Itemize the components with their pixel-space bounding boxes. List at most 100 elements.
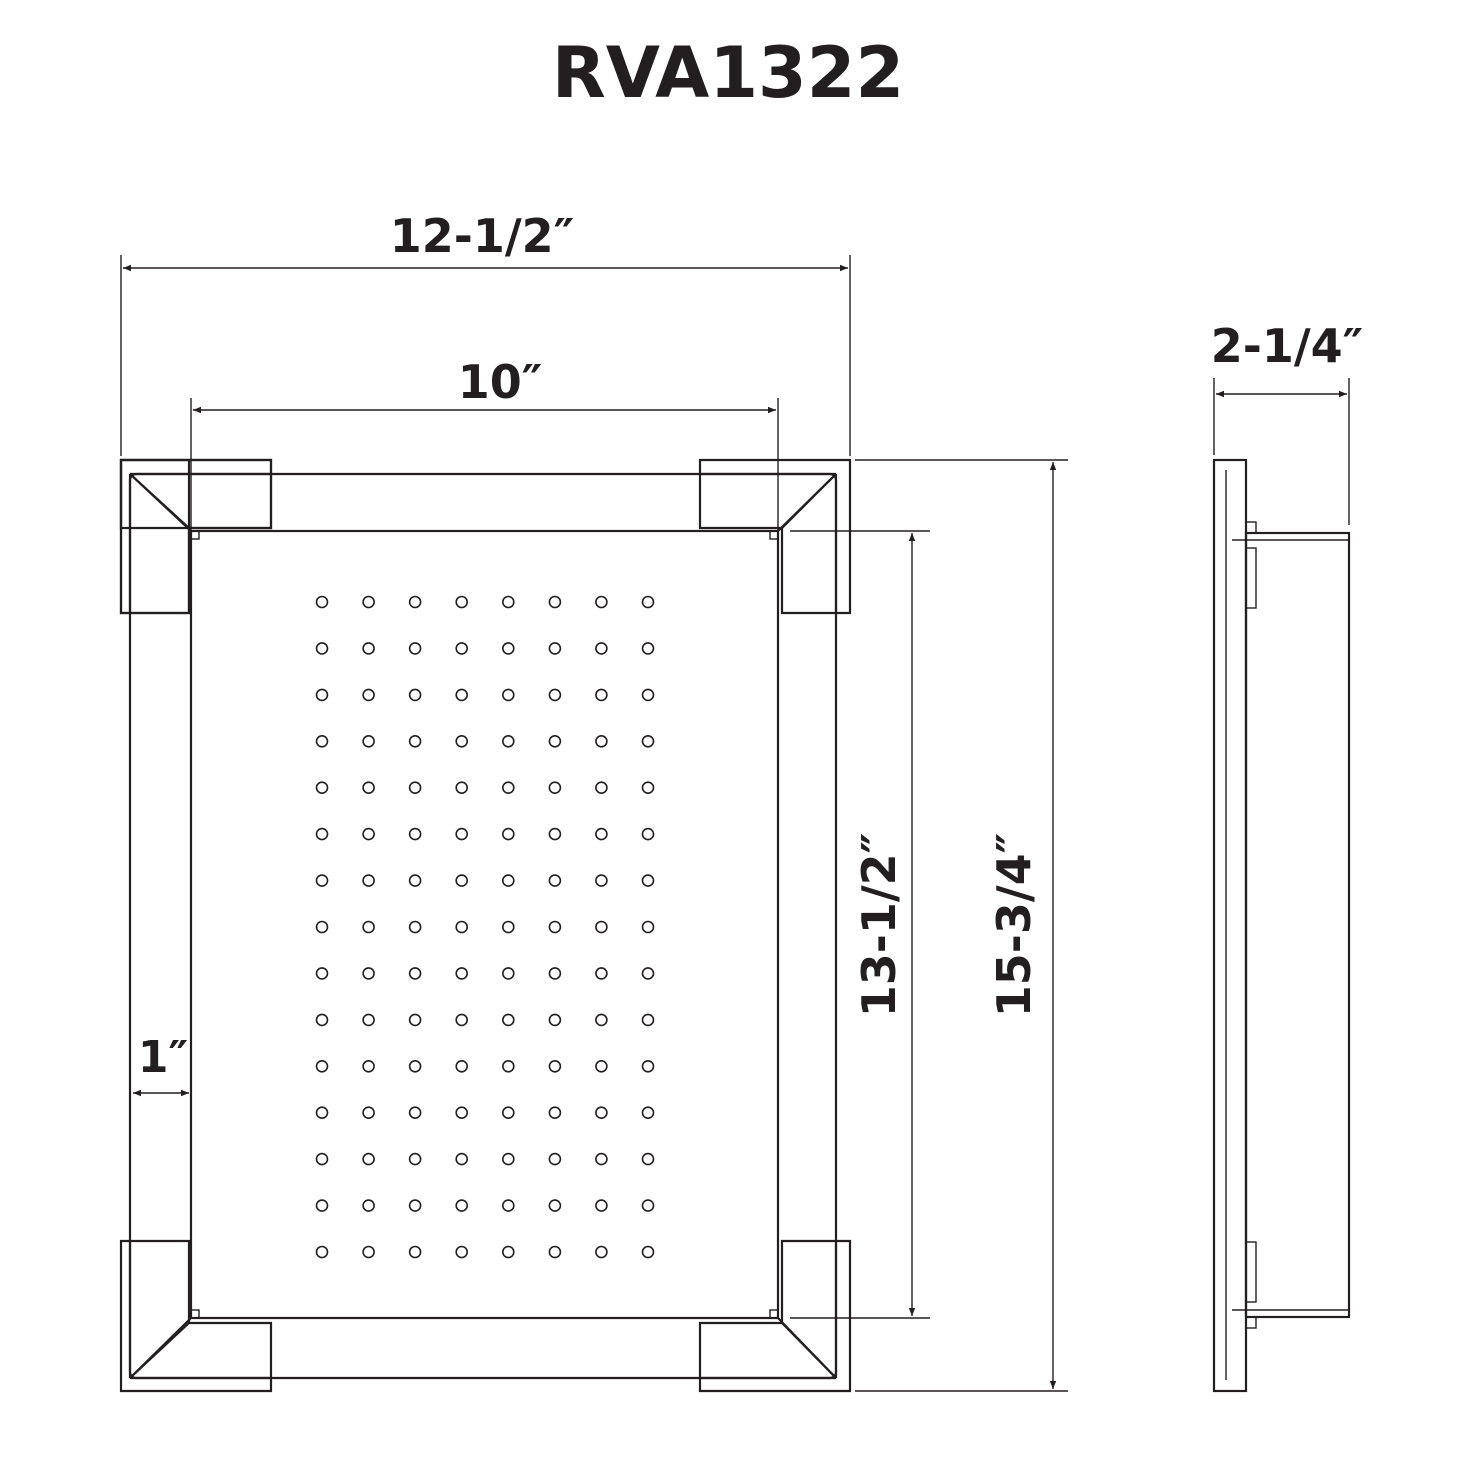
dim-outer-length-label: 15-3/4″ [987, 833, 1041, 1017]
drain-hole [315, 827, 329, 841]
drain-hole [595, 1245, 608, 1259]
model-title: RVA1322 [552, 32, 904, 114]
drain-hole [315, 1060, 329, 1073]
dim-rim-label: 1″ [138, 1032, 188, 1083]
drain-hole [548, 1013, 562, 1027]
drain-hole [548, 688, 562, 702]
drain-hole [362, 920, 375, 934]
drain-hole [408, 688, 422, 702]
dim-inner-length-label: 13-1/2″ [852, 833, 906, 1017]
drain-hole [595, 734, 608, 748]
drain-hole [455, 1106, 469, 1119]
drain-hole [548, 1199, 562, 1212]
drain-hole [408, 1245, 422, 1259]
drain-hole [315, 688, 329, 702]
drain-hole [362, 595, 375, 609]
drain-hole [315, 781, 329, 795]
drain-hole [641, 781, 655, 795]
drain-hole [548, 1245, 562, 1259]
drain-hole [595, 1152, 608, 1166]
dim-inner-width-label: 10″ [458, 355, 543, 409]
drain-hole [408, 781, 422, 795]
drain-hole [595, 1013, 608, 1027]
drain-hole [315, 1245, 329, 1259]
drain-hole [641, 827, 655, 841]
drain-hole [362, 1106, 375, 1119]
drain-hole [595, 1060, 608, 1073]
drain-hole [501, 595, 515, 609]
drain-hole [362, 1152, 375, 1166]
drain-hole [548, 827, 562, 841]
drain-hole [548, 874, 562, 887]
dim-outer-width: 12-1/2″ [120, 209, 851, 456]
drain-hole [641, 920, 655, 934]
drain-hole [641, 1013, 655, 1027]
dim-rim: 1″ [133, 1032, 189, 1097]
drain-hole [408, 1199, 422, 1212]
drain-hole [501, 1060, 515, 1073]
dim-depth: 2-1/4″ [1211, 319, 1363, 525]
drain-hole [315, 967, 329, 980]
drain-hole [595, 1199, 608, 1212]
drain-hole [501, 1106, 515, 1119]
drain-hole [595, 688, 608, 702]
drain-hole [408, 1152, 422, 1166]
drain-hole [595, 595, 608, 609]
drain-hole [408, 920, 422, 934]
drain-hole [595, 920, 608, 934]
drain-hole [455, 1152, 469, 1166]
drain-hole [501, 1199, 515, 1212]
drain-hole [408, 1106, 422, 1119]
drain-hole [501, 781, 515, 795]
drain-hole [408, 642, 422, 655]
drain-hole [315, 1013, 329, 1027]
drain-hole [501, 967, 515, 980]
drain-hole [641, 1245, 655, 1259]
drain-hole [548, 595, 562, 609]
dim-depth-label: 2-1/4″ [1211, 319, 1363, 373]
drain-hole [595, 642, 608, 655]
drain-hole [595, 874, 608, 887]
drain-hole [315, 1152, 329, 1166]
drain-hole [455, 920, 469, 934]
drain-hole [455, 734, 469, 748]
drain-hole [595, 781, 608, 795]
drain-hole [501, 827, 515, 841]
drain-hole [501, 688, 515, 702]
side-view [1212, 458, 1351, 1393]
drain-hole [501, 642, 515, 655]
drain-hole [455, 1245, 469, 1259]
drain-hole [455, 1013, 469, 1027]
drain-hole [595, 827, 608, 841]
drain-hole [408, 827, 422, 841]
drain-hole [641, 967, 655, 980]
dim-inner-length: 13-1/2″ [790, 530, 930, 1319]
corner-bracket-top-left [119, 458, 273, 615]
drain-hole [548, 781, 562, 795]
drain-hole [548, 1106, 562, 1119]
drain-hole [362, 1060, 375, 1073]
drain-hole [641, 734, 655, 748]
drain-hole [455, 967, 469, 980]
drain-hole [455, 781, 469, 795]
drain-hole [408, 967, 422, 980]
drain-hole [595, 967, 608, 980]
drain-hole [501, 874, 515, 887]
drain-hole [362, 781, 375, 795]
drain-hole [408, 874, 422, 887]
drain-hole [408, 595, 422, 609]
drain-hole [408, 1060, 422, 1073]
drain-hole [455, 874, 469, 887]
drain-hole [315, 920, 329, 934]
drain-hole [641, 595, 655, 609]
corner-bracket-bottom-left [119, 1239, 273, 1393]
drain-hole [548, 967, 562, 980]
drain-hole [641, 1152, 655, 1166]
drain-hole [501, 1152, 515, 1166]
drain-hole [362, 642, 375, 655]
drain-hole [362, 967, 375, 980]
drain-hole [315, 734, 329, 748]
drain-hole [641, 1106, 655, 1119]
drain-hole [362, 1013, 375, 1027]
